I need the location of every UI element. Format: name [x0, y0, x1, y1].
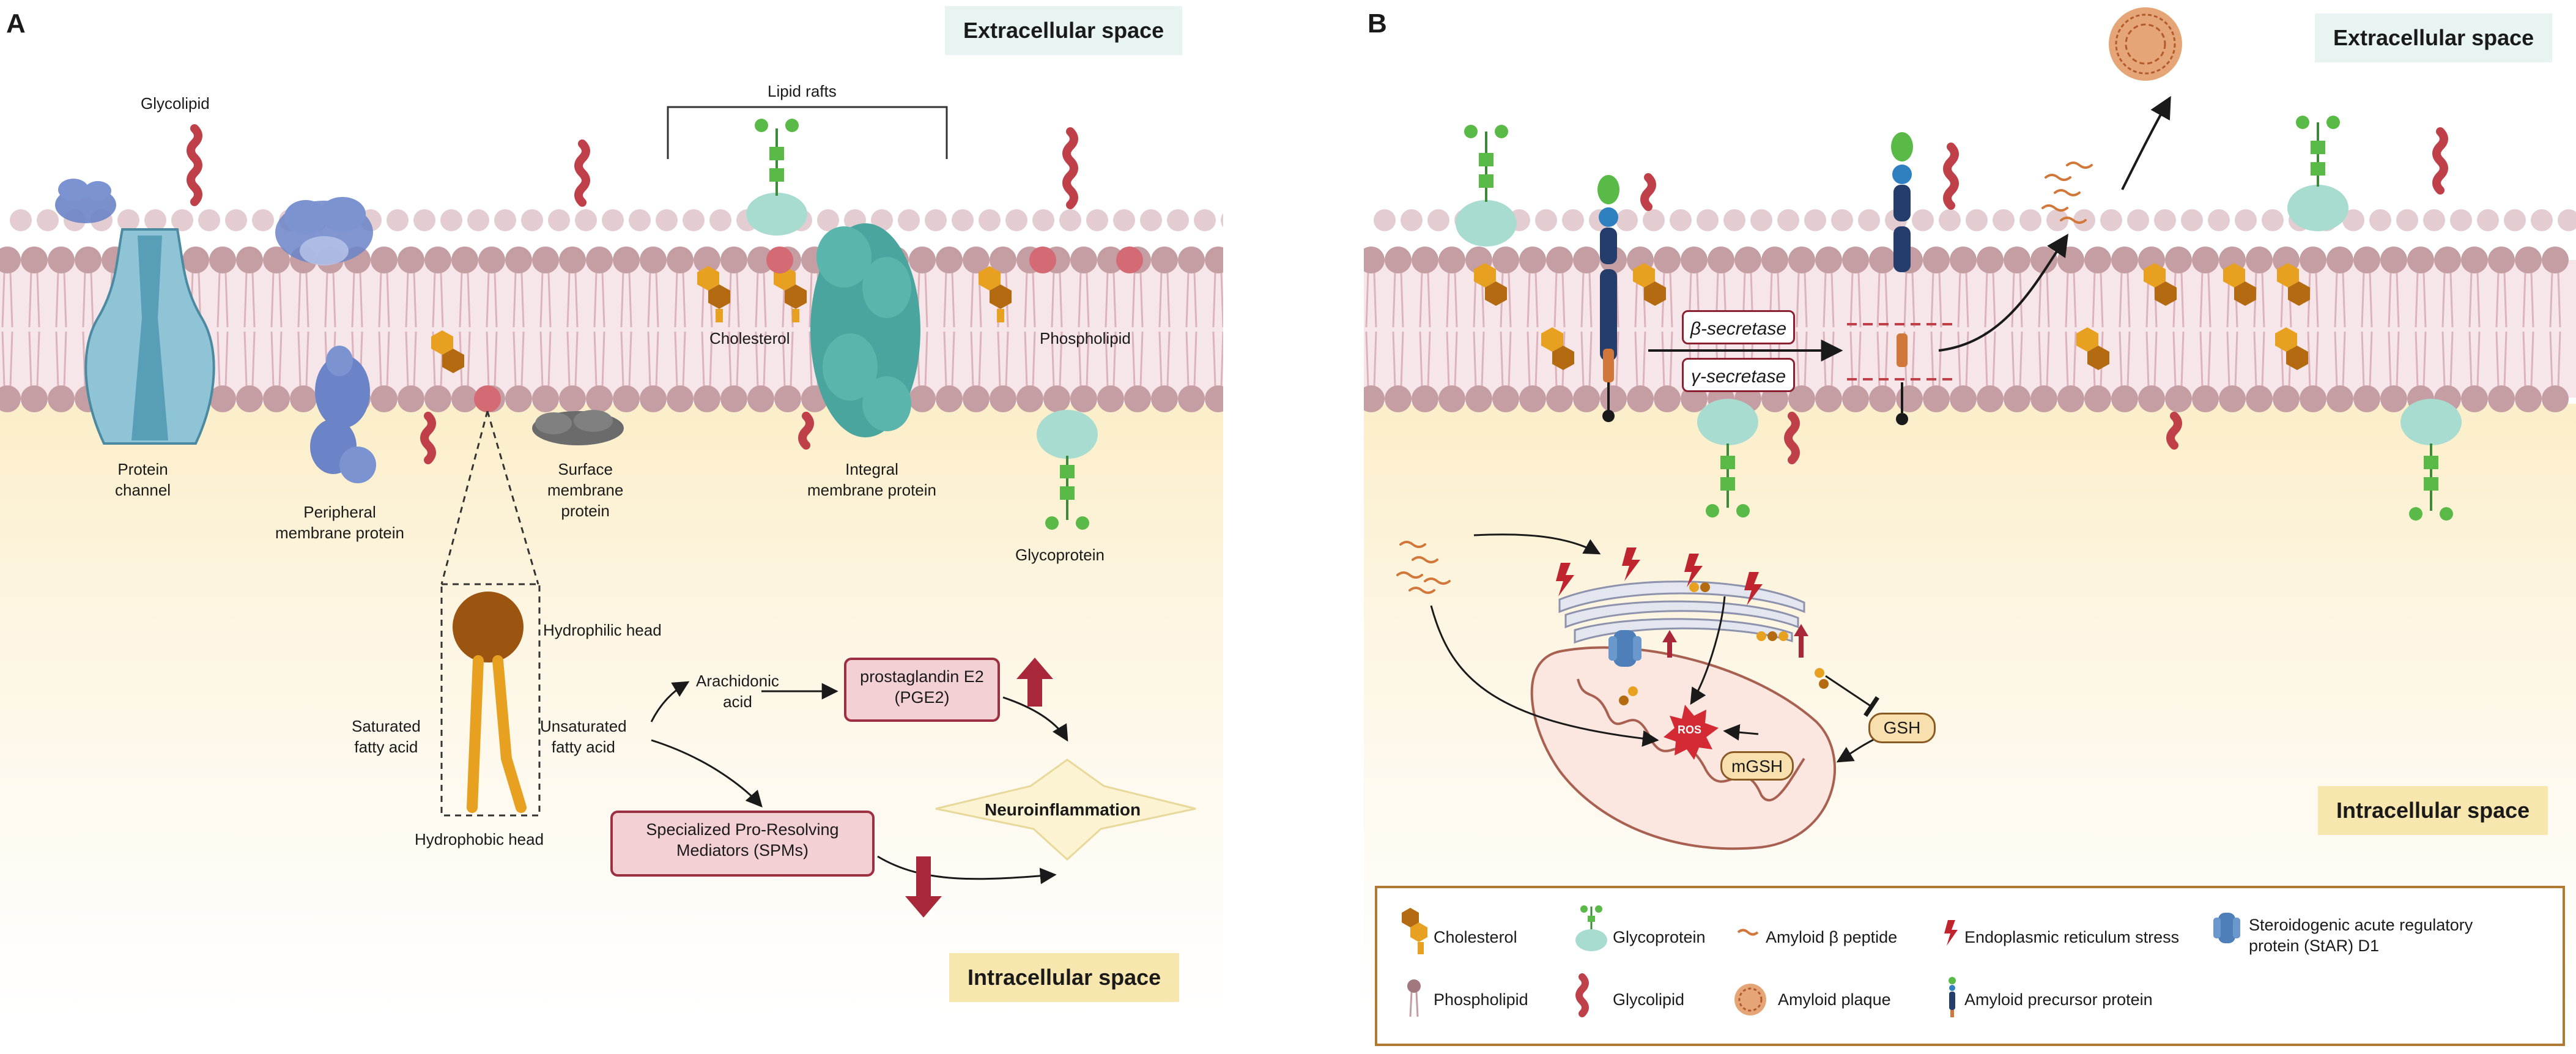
intracellular-background	[0, 404, 1223, 1054]
cholesterol-icons-b	[1474, 263, 2310, 370]
panel-b-letter: B	[1368, 9, 1387, 39]
glycolipid-label: Glycolipid	[141, 94, 210, 113]
neuroinflammation-label: Neuroinflammation	[985, 800, 1141, 819]
legend-amyloid-beta-peptide: Amyloid β peptide	[1766, 928, 1898, 946]
intracellular-space-label-a: Intracellular space	[949, 953, 1180, 1002]
surface-membrane-protein-icon	[532, 410, 624, 445]
cholesterol-cytoplasm-icons	[1619, 582, 1829, 705]
increase-arrow-icon	[1016, 658, 1053, 707]
legend: Cholesterol Glycoprotein Amyloid β pepti…	[1375, 886, 2565, 1046]
cholesterol-icons	[431, 266, 1012, 373]
highlighted-phospholipid-heads	[474, 247, 1143, 412]
neuroinflammation-burst	[935, 759, 1196, 861]
amyloid-precursor-protein-icon	[1949, 977, 1956, 1017]
cholesterol-icon	[1402, 908, 1427, 954]
ros-burst	[1664, 705, 1719, 760]
cleaved-app-icon	[1847, 132, 1957, 425]
protein-channel-icon	[84, 228, 215, 445]
amyloid-precursor-protein-icon	[1597, 175, 1619, 422]
amyloid-beta-peptide-icon	[1737, 929, 1759, 936]
hydrophilic-head-label: Hydrophilic head	[543, 621, 662, 639]
legend-glycolipid: Glycolipid	[1613, 990, 1685, 1009]
peripheral-protein-top-icon	[275, 197, 373, 265]
legend-amyloid-plaque: Amyloid plaque	[1778, 990, 1891, 1009]
amyloid-plaque-icon	[2109, 7, 2182, 81]
amyloid-peptides-intracellular	[1396, 541, 1451, 594]
mgsh-label: mGSH	[1720, 751, 1794, 781]
membrane-diagram-b	[1364, 7, 2576, 850]
zoom-box	[440, 583, 541, 817]
extracellular-space-label-b: Extracellular space	[2315, 13, 2553, 62]
phospholipid-icon	[1407, 979, 1421, 1017]
er-stress-icon	[1944, 920, 1958, 946]
hydrophobic-head-label: Hydrophobic head	[415, 830, 544, 848]
legend-icons	[1402, 905, 2240, 1017]
phospholipid-zoom-icon	[453, 592, 527, 813]
membrane-diagram-a	[0, 106, 1223, 918]
pge2-box: prostaglandin E2(PGE2)	[844, 658, 1000, 722]
glycolipid-icons-b	[1640, 127, 2448, 464]
lipid-rafts-bracket	[667, 106, 948, 159]
glycoprotein-icons-b	[1456, 116, 2462, 521]
glycoprotein-icon	[1575, 905, 1607, 951]
glycolipid-icon	[1575, 973, 1589, 1017]
peripheral-membrane-protein-icon	[310, 346, 376, 483]
decrease-arrow-icon	[905, 856, 942, 918]
legend-er-stress: Endoplasmic reticulum stress	[1964, 928, 2180, 946]
legend-glycoprotein: Glycoprotein	[1613, 928, 1706, 946]
endoplasmic-reticulum-icon	[1558, 581, 1805, 644]
panel-a: A Extracellular space Intracellular spac…	[0, 0, 1223, 1054]
legend-amyloid-precursor-protein: Amyloid precursor protein	[1964, 990, 2153, 1009]
amyloid-peptides-released	[2041, 161, 2093, 224]
cholesterol-label: Cholesterol	[709, 329, 790, 347]
intracellular-space-label-b: Intracellular space	[2318, 786, 2548, 835]
lipid-bilayer-b	[1364, 209, 2576, 412]
legend-phospholipid: Phospholipid	[1434, 990, 1528, 1009]
amyloid-plaque-icon	[1734, 984, 1766, 1015]
legend-cholesterol: Cholesterol	[1434, 928, 1517, 946]
ros-label: ROS	[1678, 724, 1702, 736]
er-stress-icons	[1556, 547, 1763, 606]
beta-secretase-label: β-secretase	[1682, 310, 1795, 344]
extracellular-space-label-a: Extracellular space	[945, 6, 1183, 55]
glycoprotein-icon	[1037, 410, 1098, 530]
lipid-rafts-label: Lipid rafts	[768, 82, 837, 100]
star-protein-icon	[2213, 913, 2240, 943]
gamma-secretase-label: γ-secretase	[1682, 358, 1795, 392]
membrane-protein-small-icon	[55, 179, 116, 223]
phospholipid-label: Phospholipid	[1040, 329, 1131, 347]
star-protein-icon	[1608, 630, 1641, 667]
integral-membrane-protein-icon	[810, 223, 920, 437]
glycoprotein-raft-icon	[746, 119, 807, 236]
glycolipid-icons	[187, 124, 1078, 464]
gsh-label: GSH	[1868, 713, 1936, 743]
glycoprotein-label: Glycoprotein	[1015, 546, 1105, 564]
panel-a-letter: A	[6, 9, 26, 39]
